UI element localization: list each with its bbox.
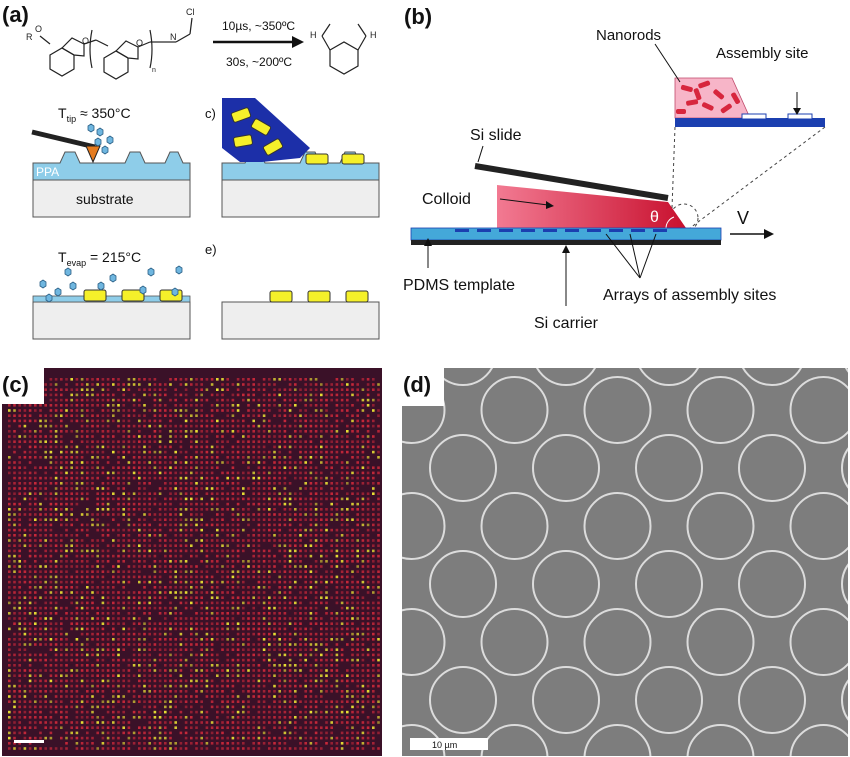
chlorine-label: Cl [186, 7, 195, 17]
substrate-block-2 [221, 179, 380, 218]
reaction-arrowhead [292, 36, 304, 48]
colloid-pointer [499, 198, 549, 206]
nanorods-step-c [230, 107, 365, 165]
velocity-arrowhead [764, 229, 774, 239]
si-carrier-label: Si carrier [534, 315, 599, 332]
ppa-residual-layer [32, 295, 191, 303]
panel-d-label-bg [400, 366, 444, 406]
tip-temperature: Ttip ≈ 350°C [58, 105, 131, 124]
h-right: H [370, 30, 377, 40]
nanorods-step-e [269, 290, 369, 303]
substrate-block-1 [32, 179, 191, 218]
zoom-line-right [689, 126, 826, 229]
pdms-arrowhead [424, 238, 432, 246]
nanorods-step-d [83, 289, 183, 302]
monomer-particles-1 [87, 123, 114, 155]
inset-site-1 [741, 113, 767, 120]
velocity-label: V [737, 208, 749, 228]
scalebar-d [410, 738, 488, 750]
si-slide-pointer [477, 145, 484, 163]
afm-tip [85, 145, 101, 164]
inset-template [675, 118, 825, 127]
phthalaldehyde-structure [321, 23, 367, 75]
si-slide [474, 163, 669, 201]
substrate-label: substrate [76, 191, 134, 207]
afm-cantilever [31, 129, 96, 150]
sem-image [402, 368, 848, 756]
panel-d: 10 µm [402, 368, 848, 756]
panel-b: Nanorods Assembly site Si slide Colloid … [403, 27, 826, 332]
arrays-pointers [605, 233, 657, 279]
substrate-block-4 [221, 301, 380, 340]
ppa-label: PPA [36, 165, 59, 179]
panel-d-label: (d) [403, 372, 431, 397]
pdms-template-label: PDMS template [403, 277, 515, 294]
nanorods-pointer [654, 43, 681, 83]
theta-label: θ [650, 209, 659, 226]
monomer-particles-2 [39, 265, 183, 303]
scalebar-d-label: 10 µm [432, 740, 457, 750]
o-atom-3: O [136, 38, 143, 48]
si-carrier [411, 240, 721, 245]
n-atom: N [170, 32, 177, 42]
colloid-wedge [497, 185, 686, 228]
assembly-site-arrowhead [793, 108, 801, 115]
panel-c [2, 368, 382, 756]
zoom-line-left [671, 126, 676, 209]
h-left: H [310, 30, 317, 40]
angle-arc [665, 216, 675, 229]
step-c-label: c) [205, 106, 216, 121]
o-atom-1: O [35, 24, 42, 34]
assembly-site-arrays [455, 229, 667, 232]
panel-b-label: (b) [404, 4, 432, 29]
panel-c-label-bg [0, 366, 44, 404]
subscript-n: n [152, 67, 156, 74]
step-e-label: e) [205, 242, 217, 257]
sem-ring-grid [402, 368, 848, 756]
reaction-top-condition: 10µs, ~350ºC [222, 19, 295, 33]
panel-a: R O O O N Cl n 10µs, ~350ºC 30s, ~200ºC … [26, 7, 380, 340]
inset-site-2 [787, 113, 813, 120]
o-atom-2: O [82, 36, 89, 46]
arrays-label: Arrays of assembly sites [603, 287, 776, 304]
r-group-label: R [26, 32, 33, 42]
substrate-block-3 [32, 301, 191, 340]
nanorods-label: Nanorods [596, 27, 661, 44]
si-carrier-arrowhead [562, 245, 570, 253]
nanorod-suspension-inset [674, 77, 751, 119]
evap-temperature: Tevap = 215°C [58, 249, 141, 268]
scalebar-c [14, 740, 44, 743]
panel-a-label: (a) [2, 2, 29, 27]
si-slide-label: Si slide [470, 127, 522, 144]
panel-c-label: (c) [2, 372, 29, 397]
assembly-site-label: Assembly site [716, 45, 809, 62]
ppa-polymer-structure [39, 17, 193, 80]
reaction-bottom-condition: 30s, ~200ºC [226, 55, 292, 69]
colloid-arrowhead [546, 201, 554, 209]
colloid-label: Colloid [422, 191, 471, 208]
ppa-layer-1 [32, 151, 191, 181]
